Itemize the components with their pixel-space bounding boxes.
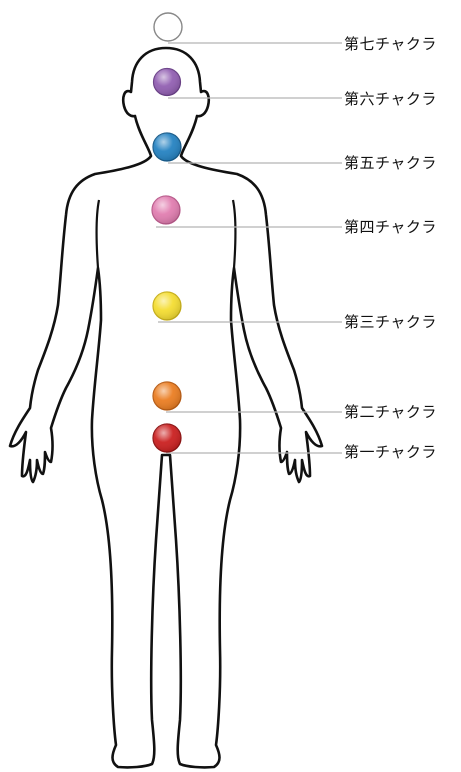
chakra-3-orb (153, 292, 181, 320)
chakra-3-label: 第三チャクラ (344, 313, 437, 331)
chakra-2-label: 第二チャクラ (344, 403, 437, 421)
chakra-7-label: 第七チャクラ (344, 35, 437, 53)
chakra-6-label: 第六チャクラ (344, 90, 437, 108)
chakra-2-orb (153, 382, 181, 410)
chakra-6-orb (154, 69, 181, 96)
chakra-5-orb (153, 133, 181, 161)
chakra-1-orb (153, 424, 181, 452)
chakra-7-orb (154, 13, 182, 41)
chakra-1-label: 第一チャクラ (344, 443, 437, 461)
chakra-4-label: 第四チャクラ (344, 218, 437, 236)
chakra-4-orb (152, 196, 180, 224)
chakra-5-label: 第五チャクラ (344, 154, 437, 172)
